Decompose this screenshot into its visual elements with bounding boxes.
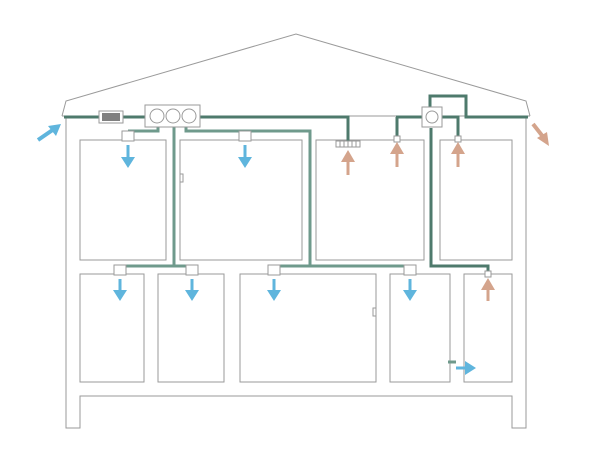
supply-arrows — [113, 145, 476, 375]
arrow-up-icon — [481, 278, 495, 301]
extract-branch-2 — [442, 115, 460, 137]
outer-wall — [65, 116, 527, 429]
supply-upper-mid — [184, 126, 312, 266]
arrow-up-icon — [390, 142, 404, 167]
room-upper-3 — [315, 139, 425, 261]
arrow-up-icon — [451, 142, 465, 167]
valve-upper-4 — [454, 135, 462, 143]
valve-upper-3 — [393, 135, 401, 143]
equipment — [98, 104, 492, 278]
ventilation-unit-icon — [144, 104, 201, 128]
room-upper-4 — [439, 139, 513, 261]
room-lower-3 — [239, 273, 377, 383]
extract-valves — [393, 135, 492, 278]
diffuser-lower-2 — [185, 264, 199, 276]
unit-fan-3 — [181, 108, 197, 124]
arrow-down-icon — [267, 279, 281, 301]
extract-grille-icon — [335, 140, 361, 148]
arrow-down-icon — [185, 279, 199, 301]
arrow-up-icon — [341, 150, 355, 175]
diffuser-lower-1 — [113, 264, 127, 276]
arrow-down-icon — [238, 145, 252, 168]
airflow-arrows — [36, 122, 549, 375]
exhaust-duct — [428, 94, 528, 119]
unit-fan-2 — [165, 108, 181, 124]
extract-arrows — [341, 142, 495, 301]
supply-upper-left — [128, 126, 160, 133]
room-lower-4 — [389, 273, 451, 383]
arrow-down-icon — [121, 145, 135, 168]
unit-fan-1 — [149, 108, 165, 124]
fan-unit-icon — [421, 106, 443, 128]
arrow-down-icon — [113, 279, 127, 301]
arrow-outlet-icon — [531, 122, 549, 146]
arrow-inlet-icon — [36, 124, 61, 142]
room-lower-1 — [79, 273, 145, 383]
extract-riser — [429, 128, 490, 272]
diffuser-lower-4 — [403, 264, 417, 276]
door-handle-upper — [179, 173, 184, 183]
diffuser-upper-1 — [121, 130, 135, 142]
rooms — [79, 139, 513, 383]
arrow-down-icon — [403, 279, 417, 301]
transfer-arrow-icon — [456, 361, 476, 375]
diffuser-upper-2 — [238, 130, 252, 142]
duct-network — [64, 94, 528, 364]
diffuser-lower-3 — [267, 264, 281, 276]
filter-core — [102, 113, 120, 121]
supply-diffusers — [113, 130, 417, 276]
door-handle-lower — [372, 307, 377, 317]
main-supply-duct — [200, 115, 350, 141]
roof-line — [61, 33, 531, 117]
valve-lower-5 — [484, 270, 492, 278]
